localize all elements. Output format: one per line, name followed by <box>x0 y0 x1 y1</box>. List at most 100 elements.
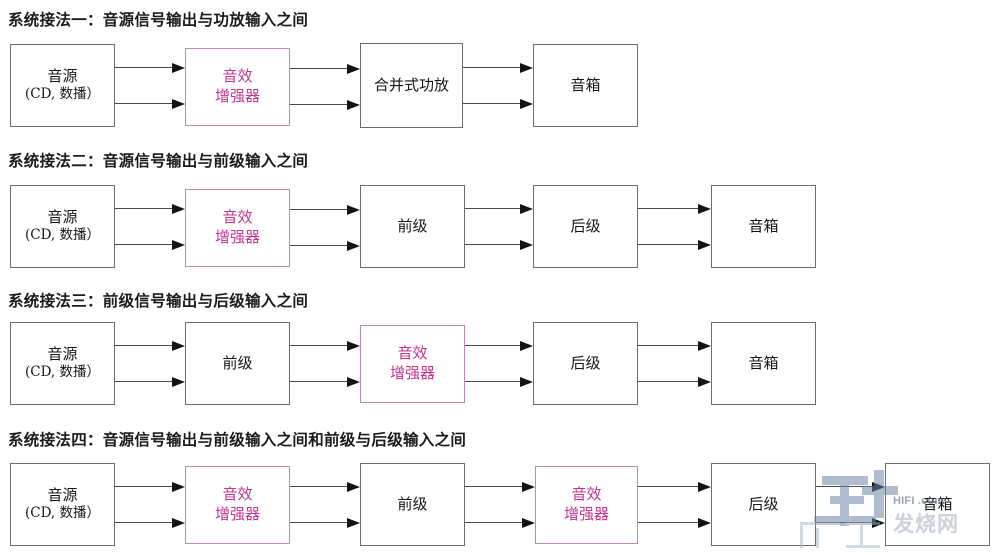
block-label-line-1: 音效 <box>222 67 253 86</box>
signal-arrow-bottom <box>115 376 185 387</box>
block-label-line-1: 音箱 <box>748 353 779 372</box>
arrow-shaft <box>465 521 523 523</box>
block-label-line-2: 增强器 <box>214 228 260 246</box>
block-label-line-2: 增强器 <box>563 505 609 523</box>
block-label-line-1: 后级 <box>570 216 601 235</box>
signal-arrow-bottom <box>463 98 533 109</box>
signal-arrow-bottom <box>465 517 535 528</box>
arrow-shaft <box>463 102 521 104</box>
signal-arrow-bottom <box>638 376 711 387</box>
arrow-shaft <box>115 380 173 382</box>
signal-arrow-bottom <box>465 377 533 387</box>
signal-arrow-bottom <box>290 518 360 528</box>
block-scheme-2-speaker: 音箱 <box>711 185 816 268</box>
arrow-shaft <box>465 381 521 383</box>
arrow-shaft <box>638 344 699 346</box>
block-label-line-1: 音源 <box>47 344 78 363</box>
block-label-line-1: 音源 <box>47 66 78 85</box>
signal-arrow-bottom <box>290 100 360 110</box>
arrow-shaft <box>816 521 873 523</box>
block-scheme-1-speaker: 音箱 <box>533 44 638 127</box>
block-scheme-3-source: 音源(CD, 数播） <box>10 322 115 405</box>
arrow-shaft <box>115 207 173 209</box>
arrow-shaft <box>290 486 348 488</box>
block-label-line-1: 音源 <box>47 485 78 504</box>
block-scheme-2-enhancer: 音效增强器 <box>185 189 290 267</box>
arrow-shaft <box>290 245 348 247</box>
arrow-head <box>698 203 711 214</box>
block-label-line-1: 音源 <box>47 207 78 226</box>
arrow-shaft <box>638 522 699 524</box>
arrow-head <box>522 517 535 528</box>
signal-arrow-bottom <box>290 376 360 387</box>
signal-arrow-top <box>290 340 360 351</box>
arrow-shaft <box>115 521 173 523</box>
signal-arrow-top <box>465 481 535 492</box>
block-label-line-1: 后级 <box>748 494 779 513</box>
signal-arrow-top <box>290 482 360 492</box>
arrow-shaft <box>290 68 348 70</box>
arrow-head <box>347 376 360 387</box>
signal-arrow-top <box>465 341 533 351</box>
block-scheme-1-source: 音源(CD, 数播） <box>10 44 115 127</box>
signal-arrow-top <box>465 203 533 214</box>
arrow-head <box>520 239 533 250</box>
arrow-head <box>522 481 535 492</box>
arrow-shaft <box>290 380 348 382</box>
arrow-shaft <box>290 104 348 106</box>
block-scheme-4-enhancer-2: 音效增强器 <box>535 466 638 544</box>
signal-arrow-bottom <box>816 517 885 528</box>
block-label-line-2: 增强器 <box>214 505 260 523</box>
arrow-head <box>172 481 185 492</box>
signal-arrow-top <box>816 481 885 492</box>
arrow-head <box>172 340 185 351</box>
signal-arrow-top <box>290 64 360 74</box>
arrow-head <box>698 518 711 528</box>
block-scheme-4-preamp: 前级 <box>360 463 465 546</box>
arrow-head <box>520 98 533 109</box>
arrow-head <box>520 377 533 387</box>
arrow-shaft <box>290 522 348 524</box>
arrow-shaft <box>638 486 699 488</box>
arrow-shaft <box>638 243 699 245</box>
signal-arrow-top <box>638 203 711 214</box>
signal-arrow-bottom <box>290 241 360 251</box>
arrow-head <box>347 482 360 492</box>
block-scheme-2-poweramp: 后级 <box>533 185 638 268</box>
block-scheme-3-enhancer: 音效增强器 <box>360 325 465 403</box>
block-scheme-3-preamp: 前级 <box>185 322 290 405</box>
arrow-head <box>520 341 533 351</box>
arrow-shaft <box>463 66 521 68</box>
signal-arrow-bottom <box>115 98 185 109</box>
block-label-line-1: 音箱 <box>922 494 953 513</box>
signal-arrow-top <box>638 340 711 351</box>
block-label-line-1: 合并式功放 <box>373 75 449 94</box>
arrow-head <box>520 62 533 73</box>
signal-arrow-top <box>115 340 185 351</box>
arrow-shaft <box>465 207 521 209</box>
arrow-head <box>172 376 185 387</box>
arrow-head <box>172 239 185 250</box>
arrow-shaft <box>465 485 523 487</box>
block-label-line-2: (CD, 数播） <box>24 86 101 103</box>
arrow-head <box>347 100 360 110</box>
block-scheme-1-integrated-amp: 合并式功放 <box>360 43 463 128</box>
arrow-head <box>698 376 711 387</box>
block-label-line-2: (CD, 数播） <box>24 227 101 244</box>
arrow-head <box>698 482 711 492</box>
arrow-shaft <box>816 485 873 487</box>
block-label-line-2: (CD, 数播） <box>24 364 101 381</box>
arrow-head <box>347 205 360 215</box>
arrow-head <box>872 517 885 528</box>
block-label-line-1: 音效 <box>222 485 253 504</box>
signal-arrow-top <box>115 481 185 492</box>
arrow-head <box>172 517 185 528</box>
block-label-line-1: 音效 <box>222 208 253 227</box>
signal-arrow-top <box>115 62 185 73</box>
block-label-line-1: 前级 <box>222 353 253 372</box>
signal-arrow-top <box>290 205 360 215</box>
section-title-4: 系统接法四：音源信号输出与前级输入之间和前级与后级输入之间 <box>8 430 467 449</box>
block-scheme-3-speaker: 音箱 <box>711 322 816 405</box>
block-scheme-2-preamp: 前级 <box>360 185 465 268</box>
block-label-line-2: 增强器 <box>389 364 435 382</box>
